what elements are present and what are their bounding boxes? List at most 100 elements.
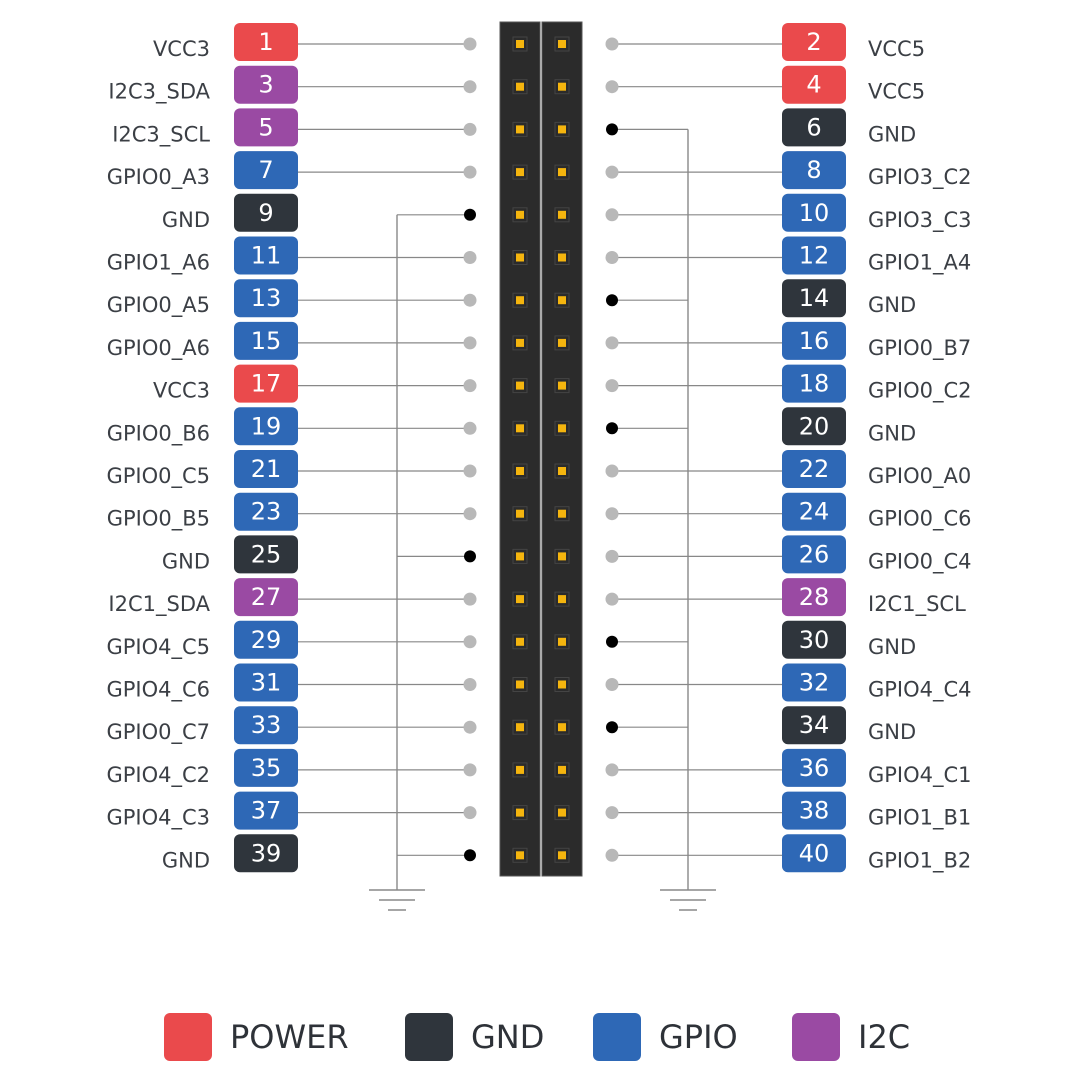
pin-number-21: 21 <box>251 455 282 483</box>
pin-label-36: GPIO4_C1 <box>868 763 972 788</box>
header-pin-37 <box>516 808 524 817</box>
pin-dot-33 <box>463 720 477 734</box>
pin-number-24: 24 <box>799 498 830 526</box>
pin-label-22: GPIO0_A0 <box>868 464 971 489</box>
header-pin-40 <box>558 851 566 860</box>
pin-dot-34 <box>606 721 618 734</box>
pin-dot-6 <box>606 123 618 136</box>
legend-label-i2c: I2C <box>858 1018 910 1056</box>
pin-number-1: 1 <box>258 28 273 56</box>
header-pin-31 <box>516 680 524 689</box>
pin-label-32: GPIO4_C4 <box>868 678 972 703</box>
pin-dot-11 <box>463 251 477 264</box>
header-pin-25 <box>516 552 524 561</box>
header-pin-17 <box>516 381 524 390</box>
pin-number-36: 36 <box>799 754 830 782</box>
pin-number-6: 6 <box>806 113 821 141</box>
pin-dot-2 <box>605 37 619 51</box>
pin-label-12: GPIO1_A4 <box>868 251 971 276</box>
pin-number-11: 11 <box>251 242 282 270</box>
pin-number-39: 39 <box>251 839 282 867</box>
pin-number-4: 4 <box>806 71 821 99</box>
pin-dot-21 <box>463 464 477 478</box>
pin-number-15: 15 <box>251 327 282 355</box>
pin-label-5: I2C3_SCL <box>112 122 210 147</box>
pin-number-7: 7 <box>258 156 273 184</box>
pin-dot-1 <box>463 37 477 51</box>
pin-dot-31 <box>463 678 477 691</box>
pin-label-10: GPIO3_C3 <box>868 208 972 233</box>
pin-label-26: GPIO0_C4 <box>868 549 972 574</box>
pin-number-18: 18 <box>799 370 830 398</box>
pin-badge-15 <box>234 321 298 360</box>
pin-dot-12 <box>605 251 619 264</box>
pin-number-12: 12 <box>799 242 830 270</box>
pin-label-34: GND <box>868 720 916 744</box>
pin-36: 36 GPIO4_C1 <box>554 748 972 788</box>
pin-number-30: 30 <box>799 626 830 654</box>
pin-label-13: GPIO0_A5 <box>107 293 210 318</box>
pin-dot-36 <box>605 763 619 777</box>
pin-number-29: 29 <box>251 626 282 654</box>
pin-label-31: GPIO4_C6 <box>106 678 210 703</box>
header-pin-22 <box>558 467 566 475</box>
pin-badge-2 <box>782 23 846 61</box>
pin-label-20: GND <box>868 421 916 445</box>
pin-dot-17 <box>463 379 477 393</box>
pin-4: 4 VCC5 <box>554 65 925 104</box>
pin-dot-28 <box>605 592 619 606</box>
header-pin-26 <box>558 552 566 561</box>
pin-15: 15 GPIO0_A6 <box>107 321 528 361</box>
pin-badge-32 <box>782 663 846 702</box>
header-pin-6 <box>558 125 566 134</box>
pin-badge-38 <box>782 791 846 830</box>
pin-number-14: 14 <box>799 284 830 312</box>
pin-number-32: 32 <box>799 669 830 697</box>
pin-badge-40 <box>782 834 846 873</box>
pin-number-17: 17 <box>251 370 282 398</box>
pin-label-3: I2C3_SDA <box>108 80 210 105</box>
header-column-even <box>541 21 583 877</box>
pin-badge-26 <box>782 535 846 574</box>
pin-dot-30 <box>606 635 618 648</box>
pin-badge-20 <box>782 407 846 446</box>
header-pin-9 <box>516 210 524 219</box>
pin-3: 3 I2C3_SDA <box>108 65 528 105</box>
pin-badge-3 <box>234 65 298 104</box>
pin-badge-14 <box>782 279 846 318</box>
pin-dot-8 <box>605 165 619 179</box>
ground-symbol-left <box>369 889 425 911</box>
pin-number-38: 38 <box>799 797 830 825</box>
pin-badge-23 <box>234 492 298 531</box>
pin-number-9: 9 <box>258 199 273 227</box>
pin-dot-5 <box>463 122 477 136</box>
pin-number-10: 10 <box>799 199 830 227</box>
pin-number-3: 3 <box>258 71 273 99</box>
header-pin-21 <box>516 467 524 475</box>
pin-label-8: GPIO3_C2 <box>868 165 972 190</box>
pin-label-4: VCC5 <box>868 80 925 104</box>
pin-label-24: GPIO0_C6 <box>868 507 972 532</box>
pin-label-15: GPIO0_A6 <box>107 336 210 361</box>
pin-badge-33 <box>234 706 298 745</box>
pin-label-27: I2C1_SDA <box>108 592 210 617</box>
header-pin-11 <box>516 253 524 262</box>
header-pin-13 <box>516 296 524 305</box>
pin-number-31: 31 <box>251 669 282 697</box>
pin-dot-23 <box>463 507 477 521</box>
header-pin-23 <box>516 509 524 518</box>
header-pin-14 <box>558 296 566 305</box>
